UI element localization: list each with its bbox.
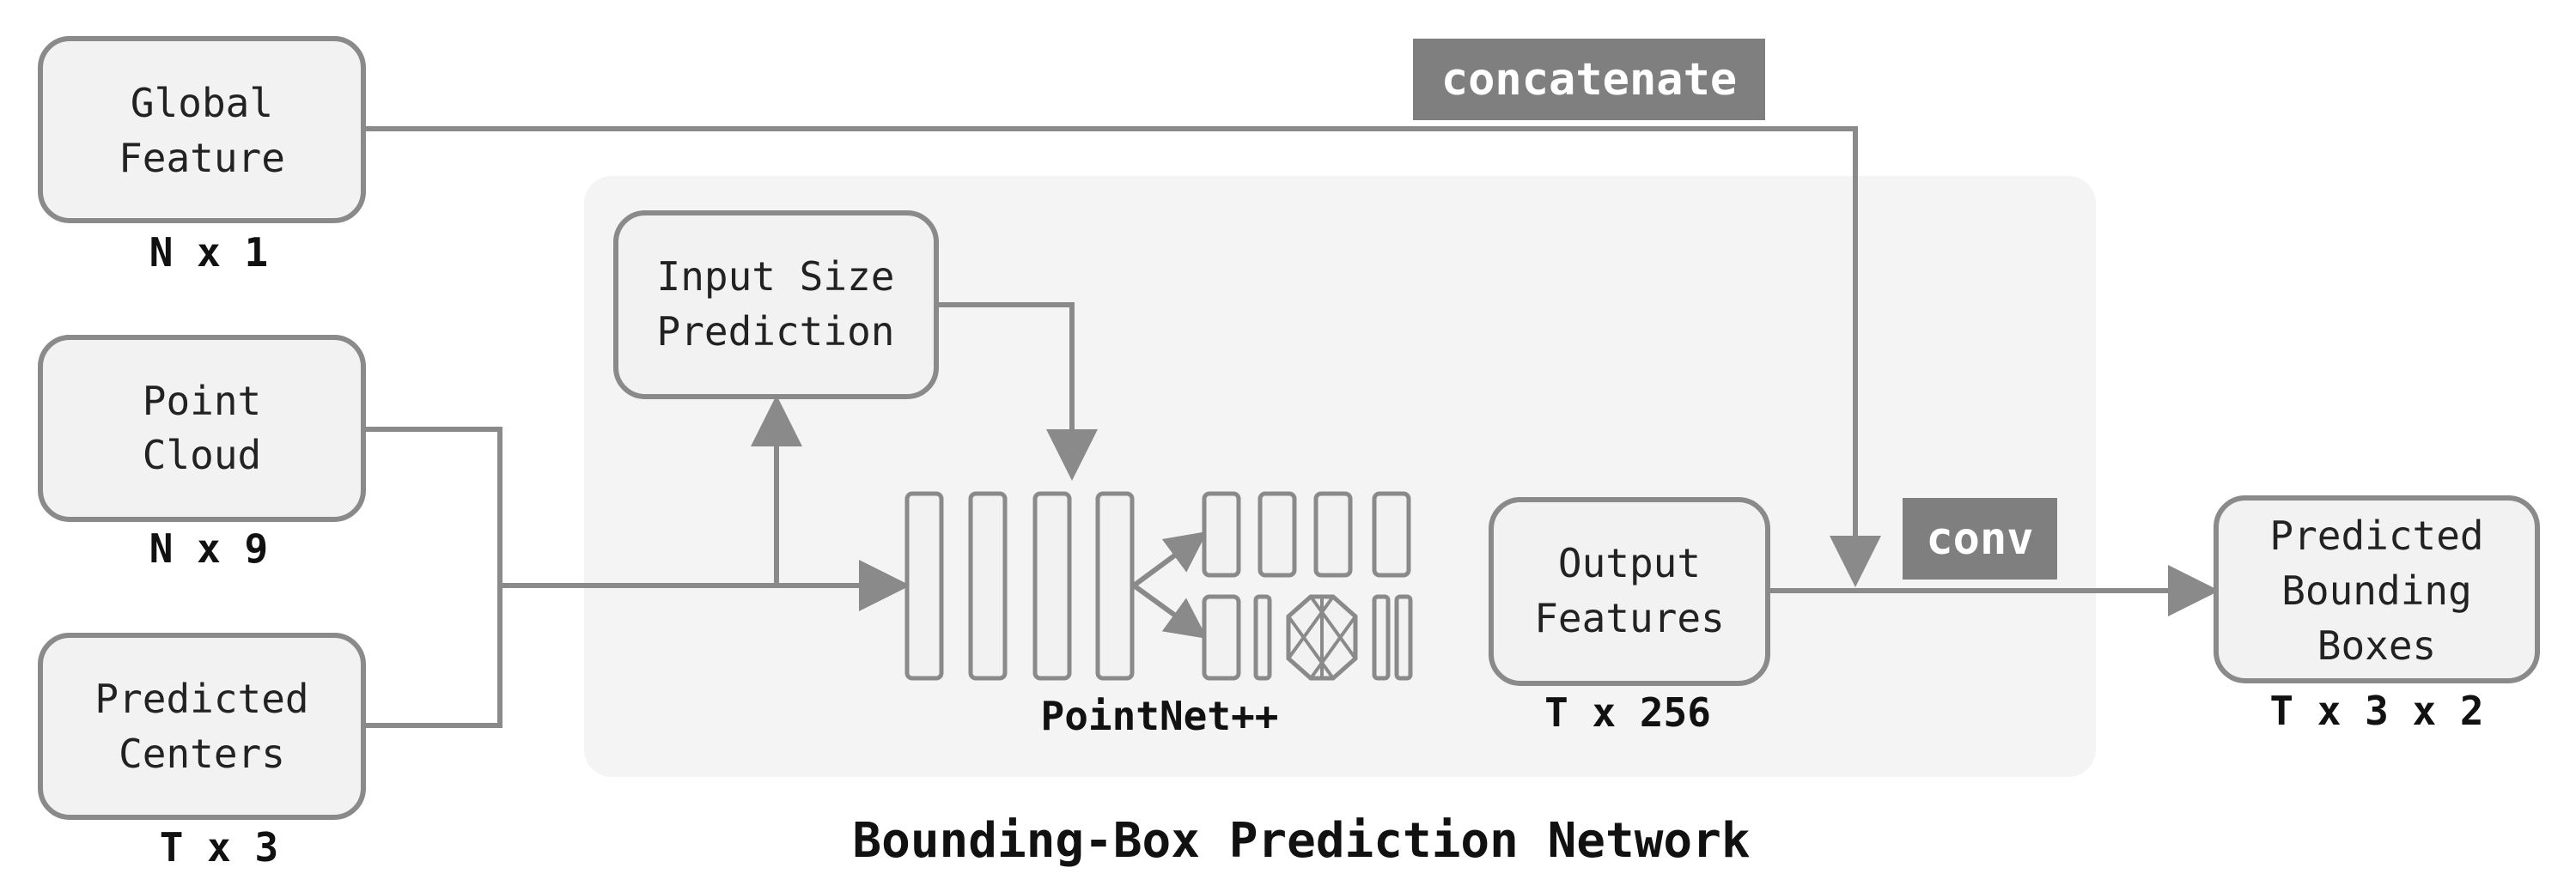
output-features-label-1: Output xyxy=(1558,540,1701,586)
point-cloud-label-1: Point xyxy=(143,378,261,424)
head-layer xyxy=(1372,594,1391,681)
input-size-label-2: Prediction xyxy=(657,308,895,355)
input-size-prediction-node: Input Size Prediction xyxy=(613,210,939,399)
global-feature-node: Global Feature N x 1 xyxy=(38,36,366,276)
pointnet-label: PointNet++ xyxy=(1041,693,1279,739)
split-arrow-down xyxy=(1132,583,1208,640)
head-layer xyxy=(1202,594,1241,681)
global-feature-label-2: Feature xyxy=(119,135,285,181)
predicted-centers-dim: T x 3 xyxy=(160,824,278,871)
concatenate-label: concatenate xyxy=(1441,54,1737,106)
predicted-boxes-dim: T x 3 x 2 xyxy=(2269,688,2483,734)
global-feature-dim: N x 1 xyxy=(149,229,268,276)
predicted-centers-node: Predicted Centers T x 3 xyxy=(38,633,366,871)
encoder-layer xyxy=(1032,491,1072,681)
predicted-centers-line xyxy=(365,586,502,728)
predicted-boxes-label-2: Bounding xyxy=(2281,567,2472,614)
fully-connected-icon xyxy=(1286,594,1358,681)
predicted-centers-label-2: Centers xyxy=(119,731,285,777)
point-cloud-label-2: Cloud xyxy=(143,432,261,478)
head-layer xyxy=(1313,491,1353,578)
conv-label: conv xyxy=(1926,513,2033,565)
point-cloud-line xyxy=(365,427,502,586)
global-feature-line xyxy=(365,126,1881,587)
pointnet-block: PointNet++ xyxy=(904,491,1413,739)
head-layer xyxy=(1372,491,1411,578)
encoder-layer xyxy=(968,491,1008,681)
global-feature-label-1: Global xyxy=(131,80,273,126)
predicted-boxes-label-3: Boxes xyxy=(2317,622,2436,669)
head-layer xyxy=(1202,491,1241,578)
output-features-dim: T x 256 xyxy=(1544,689,1711,736)
head-layer xyxy=(1258,491,1297,578)
concatenate-tag: concatenate xyxy=(1413,39,1765,120)
size-to-network-line xyxy=(938,302,1098,481)
connectors xyxy=(365,126,2220,728)
head-layer xyxy=(1394,594,1413,681)
output-features-label-2: Features xyxy=(1534,595,1725,641)
diagram-title: Bounding-Box Prediction Network xyxy=(852,813,1750,869)
encoder-layer xyxy=(904,491,944,681)
input-size-label-1: Input Size xyxy=(657,253,895,300)
point-cloud-dim: N x 9 xyxy=(149,525,268,572)
encoder-layer xyxy=(1095,491,1135,681)
split-arrow-up xyxy=(1132,531,1208,588)
head-layer xyxy=(1253,594,1272,681)
point-cloud-node: Point Cloud N x 9 xyxy=(38,335,366,572)
predicted-boxes-label-1: Predicted xyxy=(2269,513,2483,559)
output-features-node: Output Features T x 256 xyxy=(1489,497,1770,736)
conv-tag: conv xyxy=(1903,498,2057,580)
predicted-boxes-node: Predicted Bounding Boxes T x 3 x 2 xyxy=(2214,495,2540,734)
predicted-centers-label-1: Predicted xyxy=(94,676,308,722)
